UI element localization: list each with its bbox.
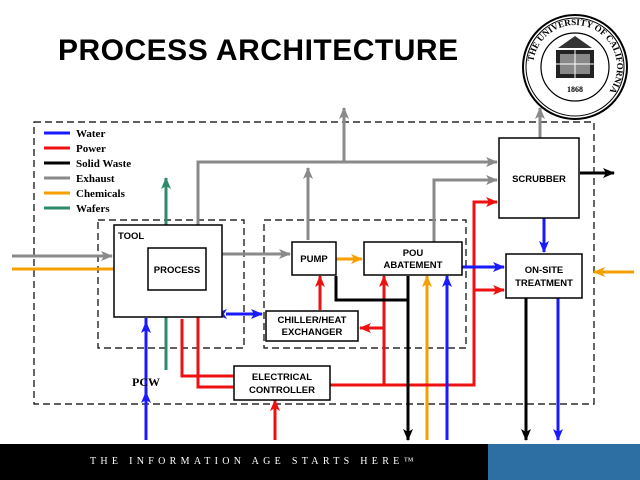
scrubber-label: SCRUBBER [512, 174, 566, 185]
pump-label: PUMP [300, 254, 328, 265]
onsite-treatment-box: ON-SITE TREATMENT [505, 253, 583, 299]
abatement-label: ABATEMENT [384, 260, 443, 271]
power-to-process-arrow [193, 291, 234, 389]
legend-water: Water [76, 128, 105, 140]
exhaust-tool-to-scrubber-arrow [196, 157, 498, 225]
chiller-label: CHILLER/HEAT [278, 315, 347, 326]
process-label: PROCESS [154, 265, 200, 276]
pou-abatement-box: POU ABATEMENT [363, 241, 463, 276]
chiller-heat-exchanger-box: CHILLER/HEAT EXCHANGER [265, 310, 359, 342]
legend-power: Power [76, 143, 106, 155]
legend: Water Power Solid Waste Exhaust Chemical… [44, 128, 131, 215]
electrical-label: ELECTRICAL [252, 372, 312, 383]
tool-boundary [97, 219, 245, 349]
facility-boundary [33, 121, 595, 405]
legend-wafers: Wafers [76, 203, 110, 215]
treatment-label: TREATMENT [515, 278, 573, 289]
legend-solid-waste: Solid Waste [76, 158, 131, 170]
subfab-boundary [263, 219, 467, 349]
scrubber-box: SCRUBBER [498, 137, 580, 219]
footer-bar: THE INFORMATION AGE STARTS HERE™ [0, 444, 640, 480]
power-to-chiller-loop [180, 319, 234, 378]
tool-label: TOOL [118, 231, 144, 242]
pcw-label: PCW [132, 375, 160, 389]
process-box: PROCESS [147, 247, 207, 291]
seal-year: 1868 [567, 85, 583, 94]
footer-tagline: THE INFORMATION AGE STARTS HERE™ [90, 456, 418, 467]
exhaust-pou-to-scrubber-arrow [432, 175, 498, 242]
onsite-label: ON-SITE [525, 265, 564, 276]
legend-exhaust: Exhaust [76, 173, 115, 185]
legend-chemicals: Chemicals [76, 188, 126, 200]
university-seal-logo: THE UNIVERSITY OF CALIFORNIA 1868 [522, 14, 628, 120]
exchanger-label: EXCHANGER [282, 327, 343, 338]
electrical-controller-box: ELECTRICAL CONTROLLER [233, 365, 331, 401]
power-to-scrubber-arrow [384, 197, 498, 387]
footer-accent-block [488, 444, 640, 480]
solid-waste-pump-line [334, 276, 408, 302]
pou-label: POU [403, 248, 424, 259]
controller-label: CONTROLLER [249, 385, 315, 396]
pump-box: PUMP [291, 241, 337, 276]
page-title: PROCESS ARCHITECTURE [58, 34, 459, 67]
